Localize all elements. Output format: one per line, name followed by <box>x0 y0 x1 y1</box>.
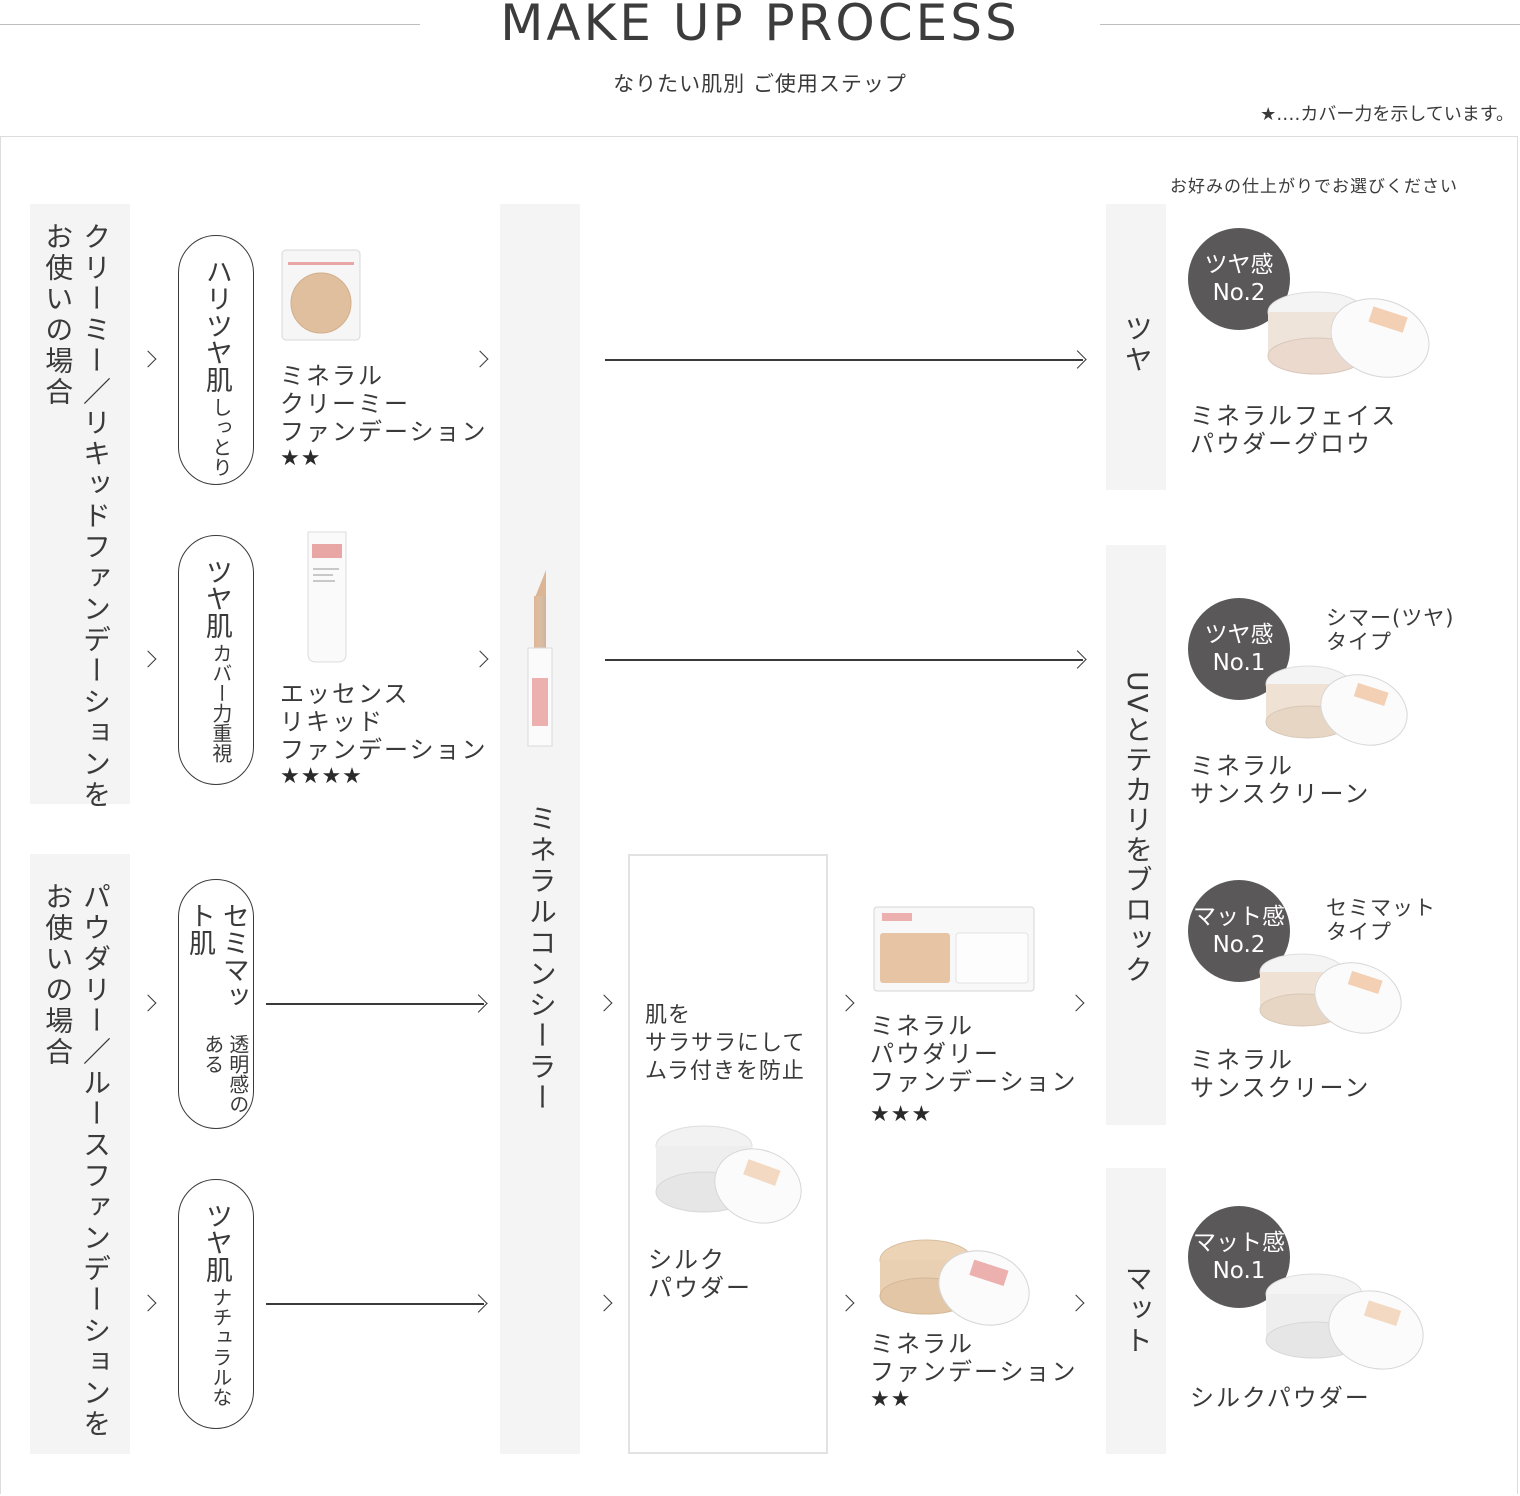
product-name: ミネラル サンスクリーン <box>1190 752 1371 808</box>
product-name: ミネラル パウダリー ファンデーション <box>870 1012 1078 1096</box>
category-panel-liquid: クリーミー／リキッドファンデーションを お使いの場合 <box>30 204 130 811</box>
badge-line: ツヤ感 <box>1204 622 1274 648</box>
product-name: シルクパウダー <box>1190 1384 1371 1412</box>
finish-badge: マット感 No.1 <box>1188 1206 1290 1308</box>
mineral-foundation-image <box>879 1239 1030 1326</box>
silk-powder-matte-image <box>1265 1273 1424 1370</box>
finish-panel-matte: マット <box>1106 1168 1166 1454</box>
skin-type-main: セミマット肌 <box>184 902 249 1010</box>
finish-note: お好みの仕上がりでお選びください <box>1170 177 1458 197</box>
category-label: パウダリー／ルースファンデーションを お使いの場合 <box>41 882 112 1440</box>
coverage-stars: ★★ <box>870 1387 912 1412</box>
powdery-foundation-image <box>873 906 1035 992</box>
creamy-foundation-image <box>281 249 361 341</box>
flow-arrow-line <box>605 659 1083 661</box>
product-name: ミネラルフェイス パウダーグロウ <box>1190 402 1398 458</box>
flow-arrow-line <box>266 1003 484 1005</box>
sunscreen-semimatte-image <box>1259 953 1402 1034</box>
category-label: クリーミー／リキッドファンデーションを お使いの場合 <box>41 222 112 811</box>
product-name: ミネラル クリーミー ファンデーション <box>280 362 488 446</box>
finish-label: マット <box>1120 1264 1154 1357</box>
page-title: MAKE UP PROCESS <box>500 0 1020 52</box>
product-name: エッセンス リキッド ファンデーション <box>280 680 488 764</box>
concealer-column: ミネラルコンシーラー <box>500 204 580 1454</box>
skin-type-sub: しっとり <box>208 397 233 477</box>
coverage-stars: ★★ <box>280 446 322 471</box>
badge-line: マット感 <box>1193 1230 1285 1256</box>
coverage-stars: ★★★★ <box>280 764 363 789</box>
sunscreen-shimmer-image <box>1265 665 1408 746</box>
finish-panel-tsuya: ツヤ <box>1106 204 1166 490</box>
flow-arrow-line <box>266 1303 484 1305</box>
badge-line: ツヤ感 <box>1204 252 1274 278</box>
silk-powder-name: シルク パウダー <box>648 1246 752 1302</box>
badge-line: マット感 <box>1193 904 1285 930</box>
silk-powder-box <box>628 854 828 1454</box>
skin-type-sub: カバー力重視 <box>208 643 233 763</box>
badge-line: No.2 <box>1212 932 1266 958</box>
badge-line: No.1 <box>1212 650 1266 676</box>
skin-type-sub: 透明感のある <box>200 1033 250 1114</box>
finish-panel-uv: UVとテカリをブロック <box>1106 545 1166 1125</box>
skin-type-main: ツヤ肌 <box>200 1202 232 1283</box>
concealer-image <box>527 570 553 747</box>
type-label: シマー(ツヤ) タイプ <box>1326 606 1455 654</box>
title-rule-left <box>0 24 420 25</box>
skin-type-sub: ナチュラルな <box>208 1287 233 1407</box>
skin-type-main: ツヤ肌 <box>200 558 232 639</box>
star-note: ★‥‥カバー力を示しています。 <box>1260 104 1514 125</box>
face-powder-glow-image <box>1267 291 1430 378</box>
coverage-stars: ★★★ <box>870 1102 933 1127</box>
page-subtitle: なりたい肌別 ご使用ステップ <box>613 72 907 96</box>
badge-line: No.1 <box>1212 1258 1266 1284</box>
diagram-frame <box>0 136 1518 1494</box>
product-name: ミネラル サンスクリーン <box>1190 1046 1371 1102</box>
finish-badge: マット感 No.2 <box>1188 880 1290 982</box>
skin-type-pill: しっとり ハリツヤ肌 <box>178 235 254 485</box>
title-rule-right <box>1100 24 1520 25</box>
finish-label: ツヤ <box>1120 314 1154 376</box>
category-panel-powder: パウダリー／ルースファンデーションを お使いの場合 <box>30 854 130 1454</box>
liquid-foundation-image <box>307 531 347 663</box>
badge-line: No.2 <box>1212 280 1266 306</box>
finish-label: UVとテカリをブロック <box>1120 671 1154 985</box>
product-name: ミネラル ファンデーション <box>870 1330 1078 1386</box>
skin-type-pill: ナチュラルな ツヤ肌 <box>178 1179 254 1429</box>
silk-description: 肌を サラサラにして ムラ付きを防止 <box>645 1003 806 1084</box>
skin-type-pill: カバー力重視 ツヤ肌 <box>178 535 254 785</box>
type-label: セミマット タイプ <box>1326 896 1436 944</box>
skin-type-main: ハリツヤ肌 <box>200 258 232 393</box>
silk-powder-image <box>655 1125 802 1224</box>
skin-type-pill: 透明感のある セミマット肌 <box>178 879 254 1129</box>
concealer-label: ミネラルコンシーラー <box>524 804 558 1114</box>
flow-arrow-line <box>605 359 1083 361</box>
